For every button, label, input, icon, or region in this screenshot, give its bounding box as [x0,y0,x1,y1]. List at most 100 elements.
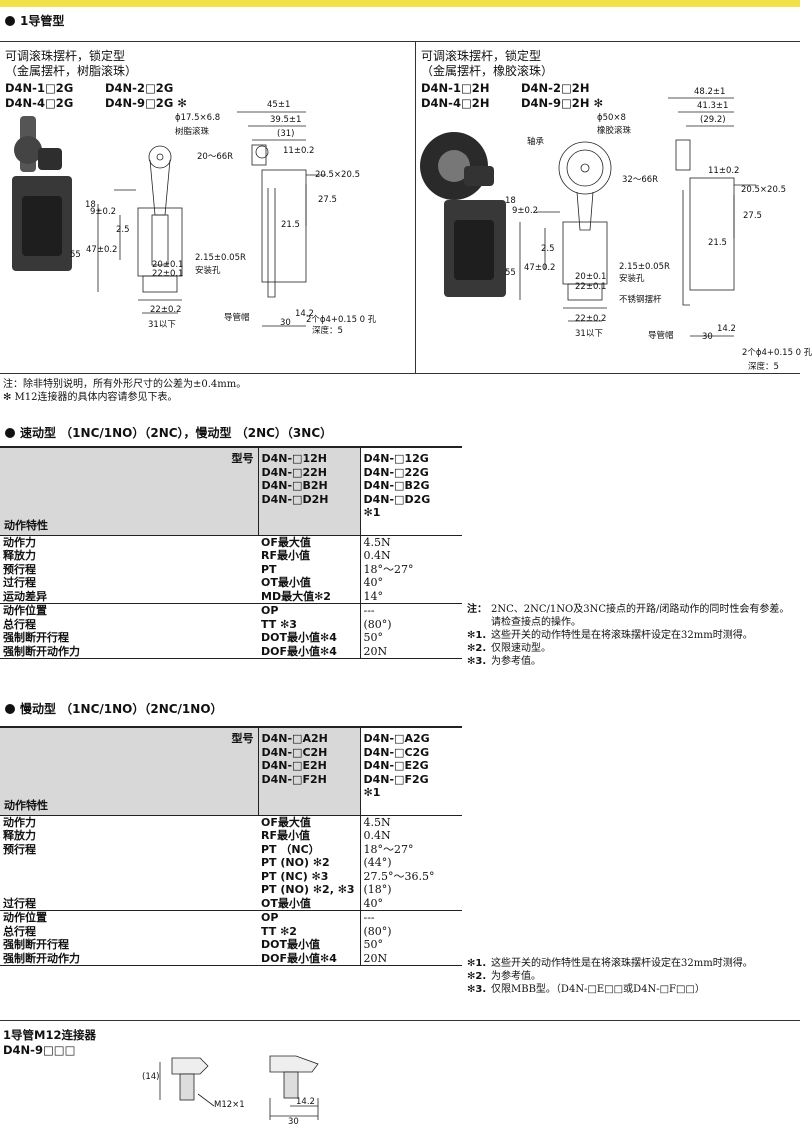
dimension-drawing-left [97,111,326,327]
spec-name: 动作力 [3,535,36,549]
product-photo-right [420,132,510,297]
divider [0,373,800,374]
spec-code: RF最小值 [258,829,361,843]
spec-value: 0.4N [363,549,391,562]
section-title-1: 1导管型 [5,12,64,29]
dim-label: 深度：5 [312,326,343,336]
dim-label: 导管帽 [648,331,674,341]
spec-code: PT (NC) ✻3 [258,869,361,883]
footnote: ✻2.为参考值。 [467,970,800,983]
spec-value: 18°～27° [363,562,414,576]
top-accent-bar [0,0,800,7]
spec-code: OT最小值 [258,896,361,911]
footnote: ✻1.这些开关的动作特性是在将滚珠摆杆设定在32mm时测得。 [467,629,800,642]
footnote: 请检查接点的操作。 [467,616,800,629]
dim-label: 导管帽 [224,313,250,323]
spec-code: DOT最小值✻4 [258,631,361,645]
spec-value: 27.5°～36.5° [363,869,435,883]
bullet-icon [5,428,15,438]
dim-label: 橡胶滚珠 [597,126,632,136]
spec-value: 50° [363,631,384,644]
spec-value: 40° [363,576,384,589]
dim-label: 2.5 [541,244,555,254]
spec-value: (80°) [363,924,392,938]
footnote-text: 仅限MBB型。（D4N-□E□□或D4N-□F□□） [491,984,705,995]
dim-label: (31) [277,129,295,139]
spec-code: OF最大值 [258,815,361,829]
dim-label: ϕ17.5×6.8 [175,113,221,123]
spec-code: OP [258,910,361,925]
dimension-drawing-right [519,97,756,337]
spec-code: TT ✻2 [258,924,361,938]
dim-label: 30 [280,318,291,328]
spec-name: 运动差异 [3,589,47,603]
divider [0,1020,800,1021]
spec-name: 释放力 [3,829,36,842]
spec-name: 强制断开动作力 [3,644,80,658]
spec-name: 预行程 [3,562,36,576]
spec-value: (80°) [363,617,392,631]
dim-label: 安装孔 [195,266,221,276]
dim-label: 14.2 [295,309,314,319]
model-column-g: D4N-□A2G D4N-□C2G D4N-□E2G D4N-□F2G ✻1 [360,727,462,815]
spec-value: 4.5N [363,815,391,829]
spec-value: (44°) [363,856,392,869]
model-column-h: D4N-□A2H D4N-□C2H D4N-□E2H D4N-□F2H [258,727,361,815]
product-photo-left [8,116,78,271]
section2-notes: 注： 2NC、2NC/1NO及3NC接点的开路/闭路动作的同时性会有参差。请检查接… [467,603,800,668]
spec-name: 总行程 [3,617,36,631]
dim-label: 树脂滚珠 [175,127,210,137]
dim-label: 20±0.1 [152,260,184,270]
dim-label: 2.15±0.05R [619,262,670,272]
spec-value: --- [363,911,375,924]
dim-label: 20.5×20.5 [315,170,360,180]
footnote-mark: ✻3. [467,656,487,667]
spec-value: (18°) [363,883,392,896]
dim-label: 2个ϕ4+0.15 0 孔 [306,315,377,325]
spec-code: DOF最小值✻4 [258,644,361,659]
dim-label: 27.5 [318,195,337,205]
dim-label: 30 [702,332,713,342]
footnote-mark: ✻3. [467,984,487,995]
footnote: ✻1.这些开关的动作特性是在将滚珠摆杆设定在32mm时测得。 [467,957,800,970]
bullet-icon [5,704,15,714]
footnote-mark: 注： [467,604,487,615]
connector-model: D4N-9□□□ [3,1043,76,1057]
footnote: ✻2.仅限速动型。 [467,642,800,655]
spec-name: 过行程 [3,896,36,910]
dim-label: 9±0.2 [512,206,539,216]
footnote: ✻3. 仅限MBB型。（D4N-□E□□或D4N-□F□□） [467,983,800,996]
spec-value: 18°～27° [363,842,414,856]
section-title-2: 速动型 （1NC/1NO）（2NC），慢动型 （2NC）（3NC） [5,424,332,441]
spec-code: PT [258,562,361,576]
model-column-g: D4N-□12G D4N-□22G D4N-□B2G D4N-□D2G ✻1 [360,447,462,535]
model-column-h: D4N-□12H D4N-□22H D4N-□B2H D4N-□D2H [258,447,361,535]
footnote: ✻3.为参考值。 [467,655,800,668]
dim-label: 21.5 [708,238,727,248]
dim-label: 18 [505,196,516,206]
dim-label: 55 [70,250,81,260]
footnote-text: 2NC、2NC/1NO及3NC接点的开路/闭路动作的同时性会有参差。 [491,604,790,615]
dim-label: 22±0.1 [152,269,184,279]
section-title-3: 慢动型 （1NC/1NO）（2NC/1NO） [5,700,223,717]
spec-value: 20N [363,644,388,658]
spec-name: 预行程 [3,842,36,856]
dim-label: 39.5±1 [270,115,302,125]
spec-row: 总行程 TT ✻3(80°) [0,617,462,631]
spec-code: RF最小值 [258,549,361,563]
footnote-text: 仅限速动型。 [491,643,551,654]
spec-table-2: 型号 动作特性 D4N-□12H D4N-□22H D4N-□B2H D4N-□… [0,446,462,659]
spec-code: TT ✻3 [258,617,361,631]
spec-name: 强制断开行程 [3,631,69,644]
dim-label: 20～66R [197,152,234,162]
